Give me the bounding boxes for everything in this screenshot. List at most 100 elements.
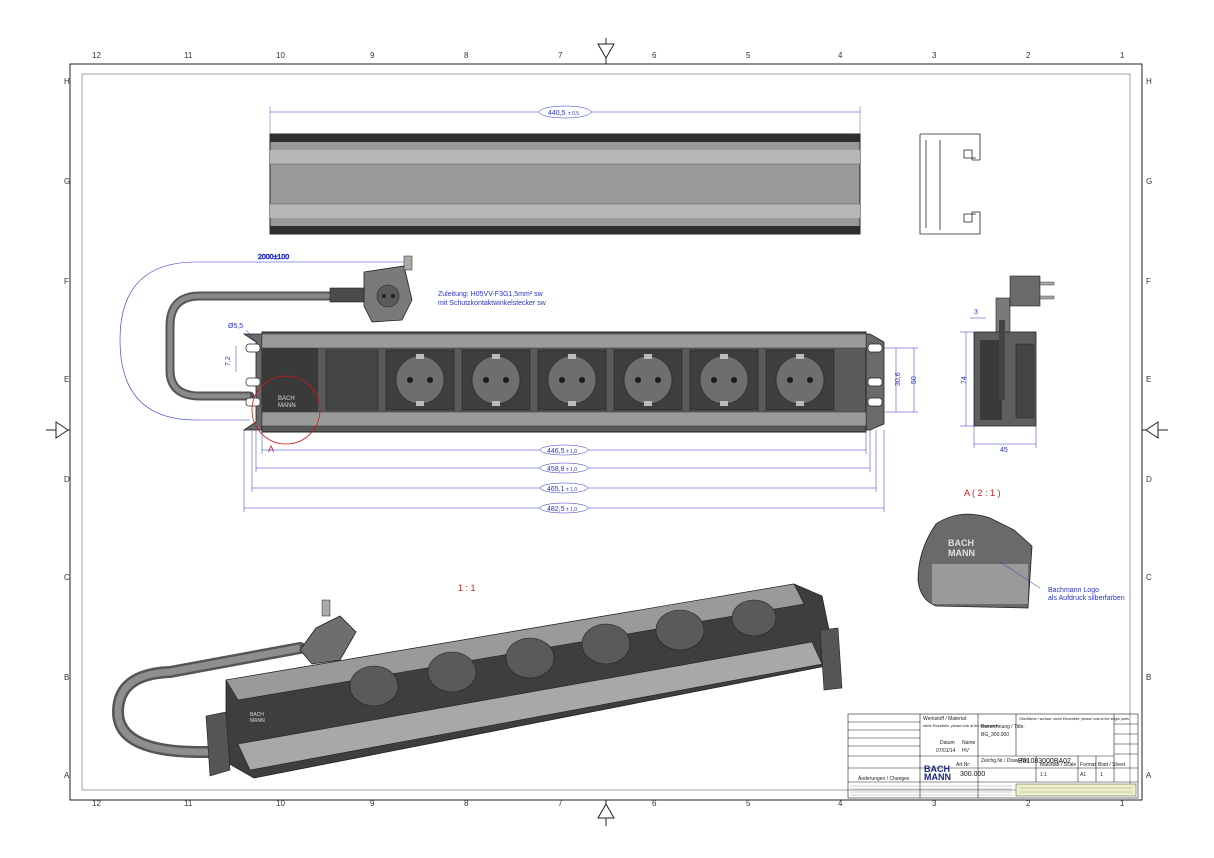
col-num: 7 (558, 799, 563, 808)
tb-article-label: Art.Nr: (956, 762, 970, 768)
col-num: 1 (1120, 799, 1125, 808)
detail-a-view: BACH MANN (917, 513, 1041, 609)
side-view (973, 275, 1055, 427)
side-height-label: 74 (961, 376, 968, 384)
centering-mark-bottom (597, 800, 615, 826)
row-letter: E (64, 375, 69, 384)
centering-mark-left (46, 421, 70, 439)
front-logo-top: BACH (278, 396, 295, 402)
height-dimensions (884, 347, 918, 413)
socket-row-front (385, 349, 835, 411)
iso-socket-row (349, 599, 777, 707)
column-numbers-bottom: 12 11 10 9 8 7 6 5 4 3 2 1 (92, 799, 1125, 808)
tb-company-bottom: MANN (924, 772, 951, 782)
col-num: 9 (370, 51, 375, 60)
col-num: 9 (370, 799, 375, 808)
title-block-text: Werkstoff / Material: siehe Einzelteile;… (858, 716, 1129, 782)
front-logo: BACH MANN (278, 396, 296, 409)
col-num: 6 (652, 799, 657, 808)
centering-mark-right (1142, 421, 1168, 439)
row-letter: B (64, 673, 69, 682)
logo-note-line-1: Bachmann Logo (1048, 587, 1099, 594)
hole-offset-label: 7,2 (225, 356, 232, 366)
col-num: 4 (838, 799, 843, 808)
tb-scale: 1:1 (1040, 772, 1047, 778)
row-letter: A (64, 771, 70, 780)
cable-spec-line-1: Zuleitung: H05VV-F3G1,5mm² sw (438, 291, 544, 298)
iso-socket (655, 609, 705, 651)
length-1: 446,5 (547, 448, 565, 455)
profile-top-view (269, 133, 861, 235)
scale-label: 1 : 1 (458, 583, 476, 593)
side-depth-label: 45 (1000, 447, 1008, 454)
tb-name-label: Name (962, 740, 976, 746)
col-num: 2 (1026, 51, 1031, 60)
row-letter: F (64, 277, 69, 286)
row-letter: F (1146, 277, 1151, 286)
col-num: 7 (558, 51, 563, 60)
detail-marker-a: A (251, 375, 321, 454)
row-letter: G (64, 177, 70, 186)
length-labels: 446,5 ± 1,0 458,8 ± 1,0 465,1 ± 1,0 482,… (539, 444, 589, 514)
col-num: 10 (276, 799, 285, 808)
row-letter: C (64, 573, 70, 582)
col-num: 3 (932, 51, 937, 60)
tb-fine-print (850, 785, 1132, 796)
iso-logo-top: BACH (250, 712, 264, 718)
tb-material-value: siehe Einzelteile; please look at the si… (923, 724, 999, 728)
col-num: 4 (838, 51, 843, 60)
profile-cross-section (919, 133, 981, 235)
tb-scale-label: Maßstab / Scale (1040, 762, 1076, 768)
profile-length-label: 440,5 (548, 110, 566, 117)
socket (689, 349, 759, 411)
cable-length-label: 2000±100 (258, 254, 289, 261)
iso-socket (731, 599, 777, 637)
tb-sheet-label: Blatt / Sheet (1098, 762, 1126, 768)
tb-surface-label: Oberfläche / surface: siehe Einzelteile;… (1019, 717, 1129, 721)
front-logo-bottom: MANN (278, 403, 296, 409)
row-letters-left: H G F E D C B A (64, 77, 70, 780)
outer-height-label: 50 (911, 376, 918, 384)
row-letter: D (1146, 475, 1152, 484)
tb-material-label: Werkstoff / Material: (923, 716, 967, 722)
logo-note-line-2: als Aufdruck silberfarben (1048, 595, 1125, 602)
tb-description-label: Bezeichnung / Title: (981, 724, 1025, 730)
length-4-tol: ± 1,0 (566, 507, 577, 513)
detail-marker-letter: A (268, 444, 274, 454)
tb-description-value: BG_300.000 (981, 732, 1009, 738)
tb-company-top: BACH (924, 764, 950, 774)
tb-changes-label: Änderungen / Changes (858, 775, 910, 782)
col-num: 11 (184, 799, 193, 808)
length-2-tol: ± 1,0 (566, 467, 577, 473)
row-letter: H (64, 77, 70, 86)
cable-spec-note: Zuleitung: H05VV-F3G1,5mm² sw mit Schutz… (438, 291, 547, 307)
detail-logo-bottom: MANN (948, 548, 975, 558)
length-2: 458,8 (547, 466, 565, 473)
socket (537, 349, 607, 411)
col-num: 3 (932, 799, 937, 808)
col-num: 5 (746, 799, 751, 808)
tb-drawing-no: B01083000BA02 (1018, 758, 1071, 765)
col-num: 11 (184, 51, 193, 60)
side-dimensions (960, 317, 1037, 448)
inner-height-label: 30,6 (895, 372, 902, 386)
tb-notice-strip (1015, 783, 1137, 797)
side-offset-label: 3 (974, 309, 978, 316)
schuko-plug-front (329, 255, 413, 323)
tb-date: 07/01/14 (936, 748, 956, 754)
row-letters-right: H G F E D C B A (1146, 77, 1152, 780)
row-letter: G (1146, 177, 1152, 186)
length-3-tol: ± 1,0 (566, 487, 577, 493)
detail-logo-top: BACH (948, 538, 974, 548)
col-num: 5 (746, 51, 751, 60)
frame-inner (81, 73, 1131, 791)
row-letter: E (1146, 375, 1151, 384)
socket (613, 349, 683, 411)
iso-logo-bottom: MANN (250, 718, 265, 724)
iso-socket (505, 637, 555, 679)
iso-socket (427, 651, 477, 693)
profile-length-tolerance: ± 0,5 (568, 111, 579, 117)
col-num: 10 (276, 51, 285, 60)
row-letter: H (1146, 77, 1152, 86)
tb-drawing-no-label: Zeichg.Nr / Draw.-No: (981, 758, 1029, 764)
